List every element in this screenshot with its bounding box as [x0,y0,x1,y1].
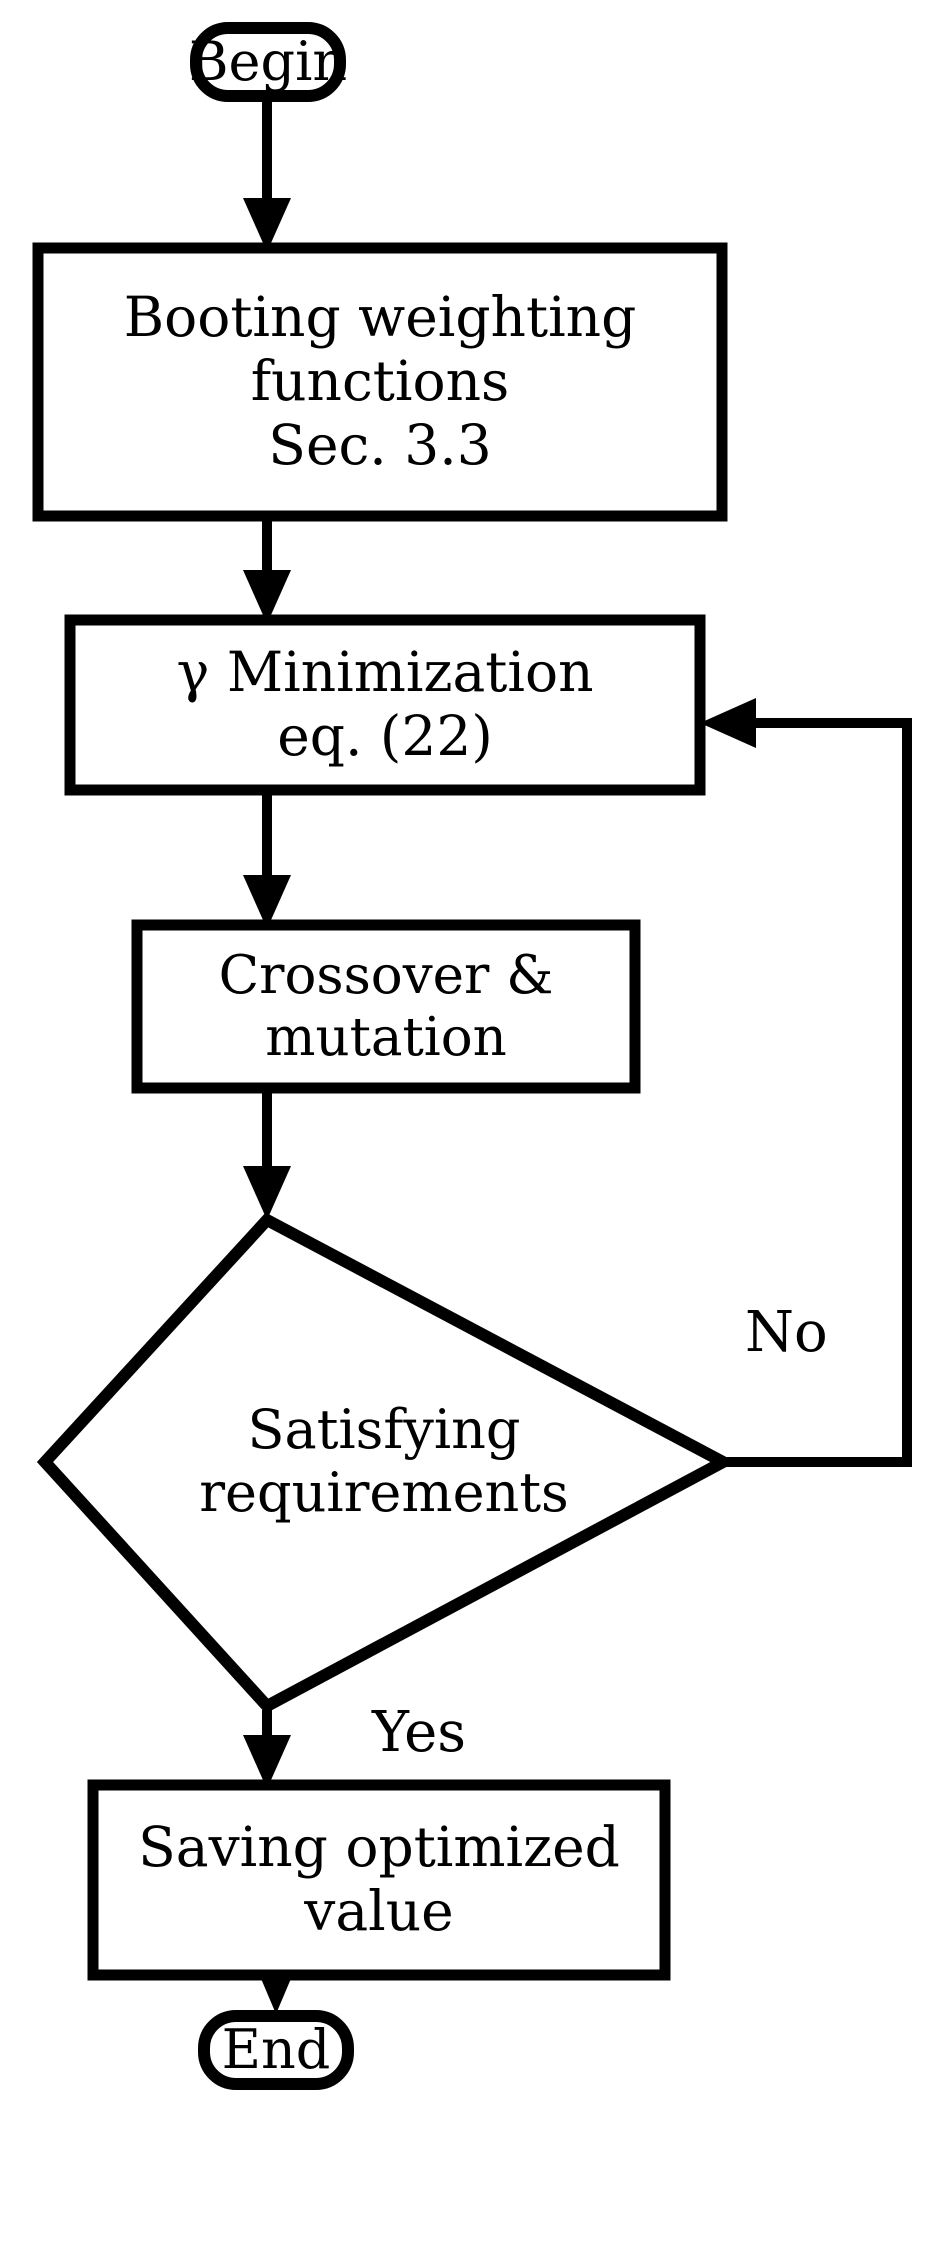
node-begin-shape [190,22,346,102]
node-crossover-shape [131,919,641,1094]
node-booting-shape [32,242,728,522]
edge-decision-yes-to-saving [243,1710,291,1789]
edge-decision-no-feedback [700,698,912,1467]
edge-begin-to-booting [243,100,291,252]
node-saving-shape [87,1779,671,1981]
node-end-shape [198,2010,354,2090]
node-minimization-shape [64,614,706,796]
edge-booting-to-minimization [243,516,291,624]
edge-minimization-to-crossover [243,790,291,929]
node-decision-shape [36,1212,736,1714]
edge-crossover-to-decision [243,1088,291,1220]
